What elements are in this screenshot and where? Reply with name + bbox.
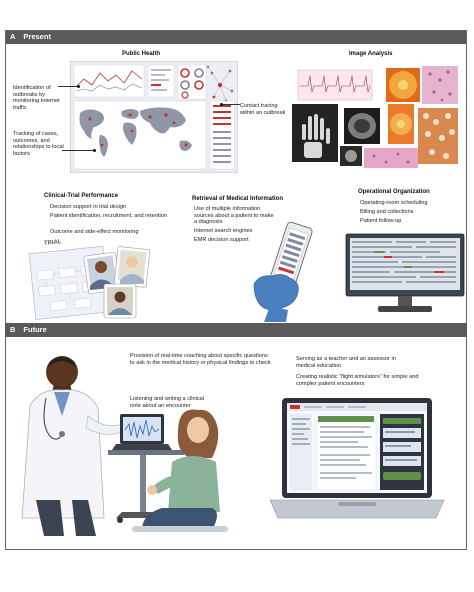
imaging-collage (292, 66, 458, 168)
section-a-header: A Present (5, 30, 467, 44)
patient-photo (103, 283, 137, 319)
retrieval-item: Use of multiple information sources abou… (194, 206, 274, 226)
contact-text: Contact tracing within an outbreak (240, 103, 286, 116)
trial-document-illustration (28, 245, 150, 320)
section-title: Present (23, 32, 51, 41)
teacher-text: Serving as a teacher and an assessor in … (296, 356, 396, 369)
retrieval-item: Internet search engines (194, 228, 253, 234)
clinical-trial-item: Decision support in trial design (50, 204, 127, 210)
operational-title: Operational Organization (358, 189, 430, 195)
section-title: Future (23, 325, 47, 334)
leader-dot (220, 103, 223, 106)
clinical-trial-title: Clinical-Trial Performance (44, 193, 119, 199)
section-b-header: B Future (5, 323, 467, 337)
simulators-text: Creating realistic “flight simulators” f… (296, 374, 419, 387)
retrieval-title: Retrieval of Medical Information (192, 196, 284, 202)
leader-dot (77, 85, 80, 88)
figure-frame (5, 30, 467, 550)
section-letter: B (10, 325, 16, 334)
patient-photo (113, 246, 150, 288)
clinical-trial-item: Patient identification, recruitment, and… (50, 213, 167, 219)
clinical-trial-item: Outcome and side-effect monitoring (50, 229, 139, 235)
leader-dot (93, 149, 96, 152)
dashboard-illustration (70, 61, 238, 173)
simulator-laptop (269, 398, 445, 519)
doctor-figure (21, 356, 131, 536)
image-analysis-title: Image Analysis (349, 51, 393, 57)
operational-item: Billing and collections (360, 209, 414, 215)
patient-figure (132, 409, 228, 532)
desktop-monitor-illustration (345, 233, 465, 312)
doctor-patient-scene (21, 356, 228, 536)
public-health-title: Public Health (122, 51, 161, 57)
leader-line (222, 104, 240, 105)
section-letter: A (10, 32, 16, 41)
tracking-text: Tracking of cases, outcomes, and relatio… (13, 131, 64, 157)
leader-line (62, 150, 94, 151)
outbreaks-text: Identification of outbreaks by monitorin… (13, 85, 60, 111)
listening-text: Listening and writing a clinical note ab… (130, 396, 205, 409)
coaching-text: Provision of real-time coaching about sp… (130, 353, 271, 366)
leader-line (58, 86, 78, 87)
operational-item: Patient follow-up (360, 218, 402, 224)
operational-item: Operating-room scheduling (360, 200, 428, 206)
retrieval-item: EMR decision support (194, 237, 249, 243)
smartphone-illustration (253, 221, 313, 322)
